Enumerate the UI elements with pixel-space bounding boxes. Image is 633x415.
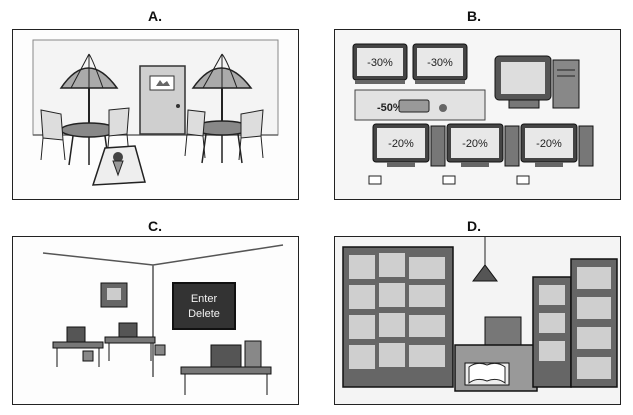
option-label-d: D. (467, 218, 481, 234)
library-illustration (334, 236, 621, 405)
monitor-bottom-2: -20% (446, 123, 520, 167)
chalkboard: Enter Delete (172, 282, 236, 330)
desk-computer-2 (104, 322, 156, 361)
banner-price-tag: -50% (377, 102, 403, 114)
option-label-b: B. (467, 8, 481, 24)
desk-computer-1 (52, 326, 104, 367)
price-tag: -30% (367, 57, 393, 69)
computer-store-illustration: -30% -30% -50% -20% (334, 29, 621, 200)
umbrella-table-left (40, 53, 130, 166)
monitor-top-2: -30% (412, 43, 468, 84)
bookshelf-left (342, 246, 454, 388)
option-label-c: C. (148, 218, 162, 234)
monitor-top-1: -30% (352, 43, 408, 84)
cafe-illustration (12, 29, 299, 200)
hanging-lamp (472, 237, 498, 282)
option-label-a: A. (148, 8, 162, 24)
board-text-delete: Delete (188, 308, 220, 320)
ice-cream-sign (91, 145, 146, 186)
price-tag: -20% (462, 138, 488, 150)
bookshelf-right (532, 258, 618, 388)
price-tag: -30% (427, 57, 453, 69)
monitor-bottom-1: -20% (372, 123, 446, 167)
monitor-bottom-3: -20% (520, 123, 594, 167)
umbrella-table-right (184, 53, 264, 164)
price-tag: -20% (536, 138, 562, 150)
classroom-illustration: Enter Delete (12, 236, 299, 405)
librarian-desk (454, 316, 538, 392)
price-tag: -20% (388, 138, 414, 150)
board-text-enter: Enter (191, 293, 218, 305)
door (139, 65, 186, 135)
wall-picture (100, 282, 128, 308)
sale-banner: -50% (354, 89, 486, 121)
desk-computer-3 (180, 340, 272, 395)
desktop-computer (494, 55, 580, 109)
